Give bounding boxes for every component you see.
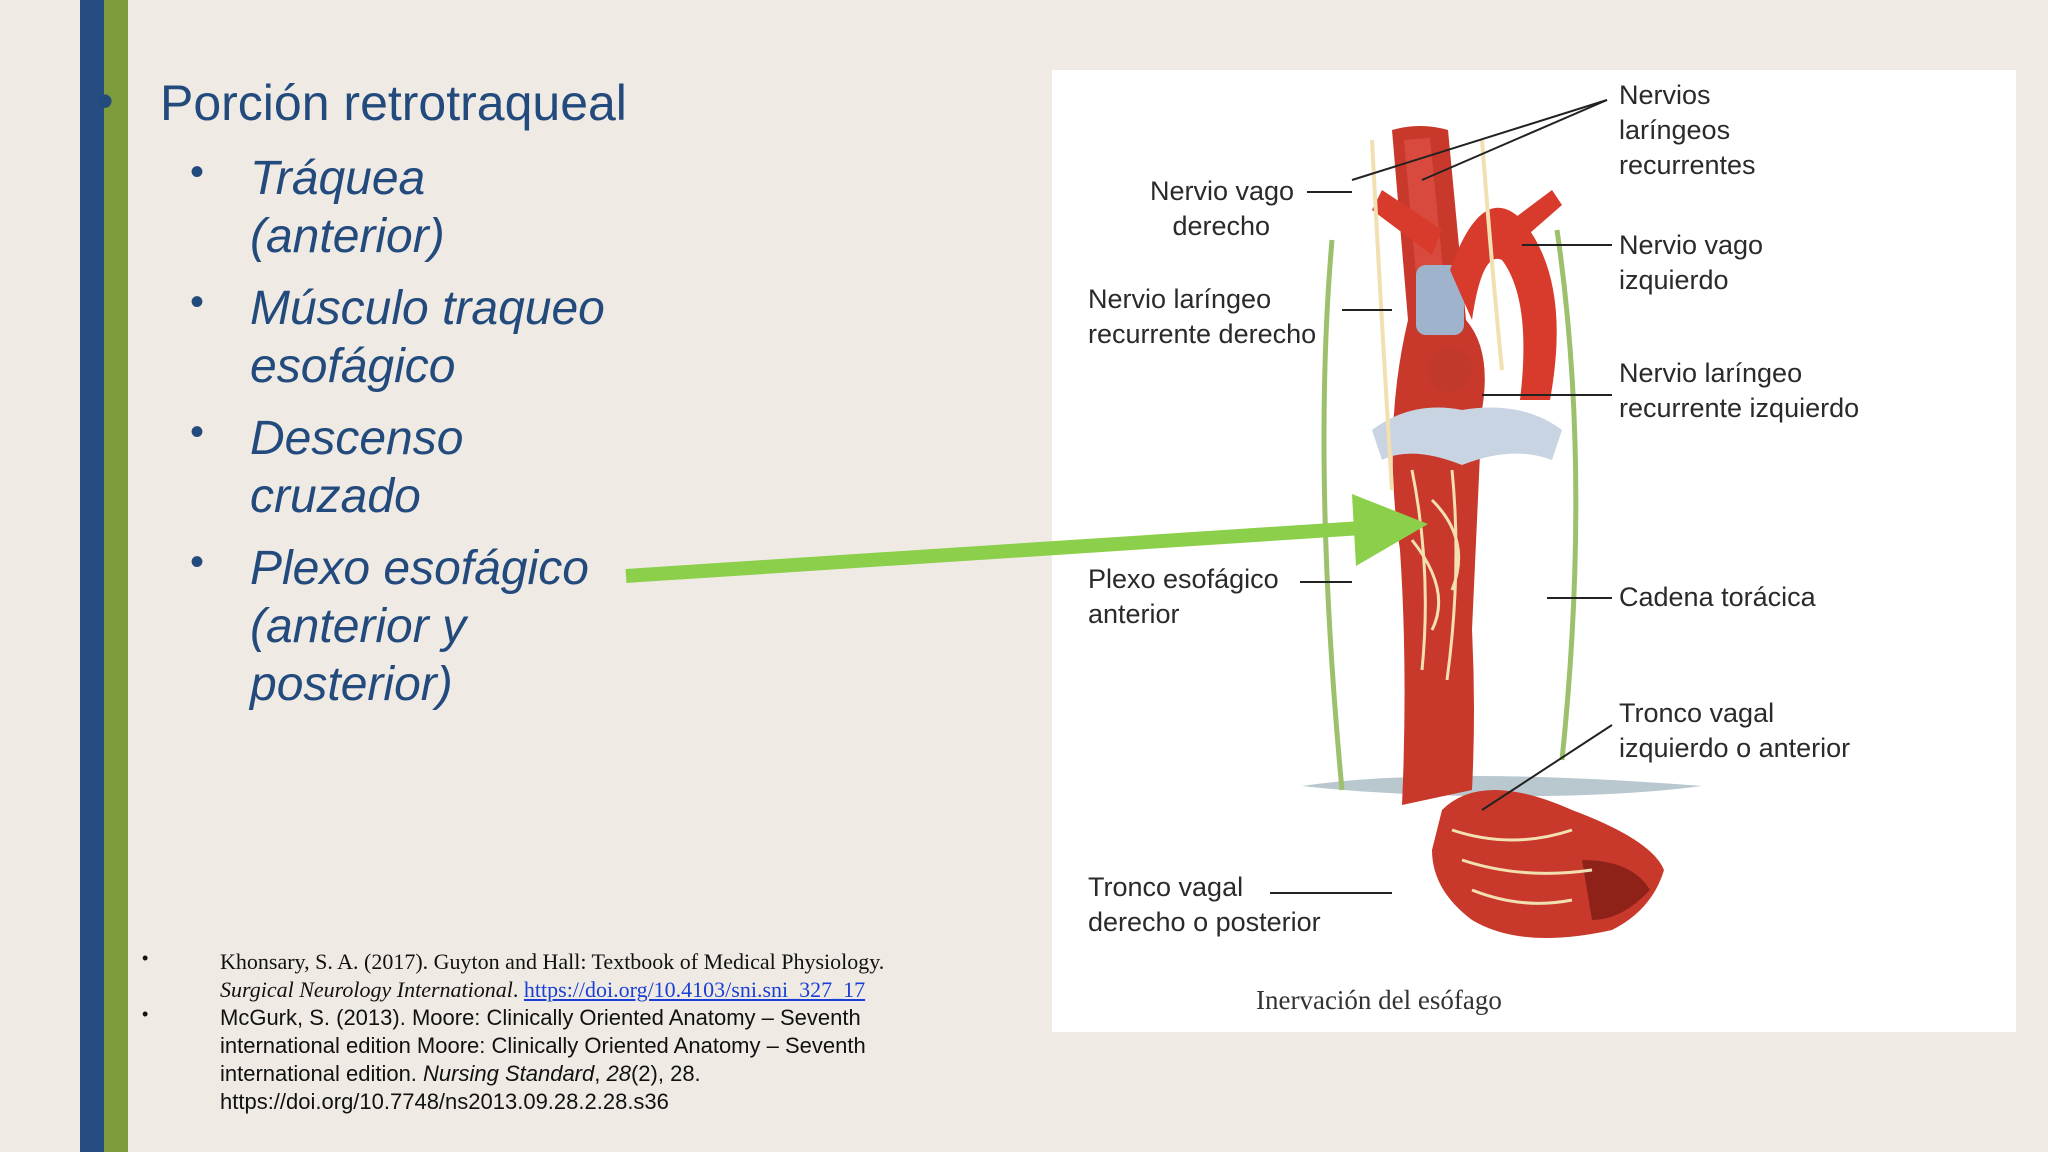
ref-bullet: •: [142, 948, 149, 968]
ref-volume: 28: [606, 1061, 631, 1086]
leader-line: [1421, 99, 1608, 181]
list-item-line: Tráquea: [250, 152, 426, 205]
anatomy-illustration: [1270, 99, 1702, 938]
ref-citation: McGurk, S. (2013). Moore: Clinically Ori…: [220, 1005, 866, 1086]
ref-journal: Surgical Neurology International: [220, 977, 513, 1002]
esophageal-plexus: [1410, 469, 1461, 681]
left-sympathetic-chain: [1321, 239, 1345, 791]
leader-line: [1351, 99, 1608, 181]
label-laringeo-derecho: Nervio laríngeo recurrente derecho: [1088, 284, 1317, 349]
list-item-traquea: Tráquea (anterior): [250, 150, 670, 266]
bullet-2: •: [190, 280, 205, 324]
label-laringeo-izquierdo: Nervio laríngeo recurrente izquierdo: [1619, 358, 1860, 423]
ref-sep: .: [512, 977, 524, 1002]
ref-doi-link[interactable]: https://doi.org/10.4103/sni.sni_327_17: [523, 977, 866, 1002]
ref-bullet: •: [142, 1004, 149, 1024]
list-item-plexo: Plexo esofágico (anterior y posterior): [250, 540, 670, 714]
list-item-musculo: Músculo traqueo esofágico: [250, 280, 670, 396]
pointer-arrow-head: [1352, 494, 1428, 566]
bullet-4: •: [190, 540, 205, 584]
references: • Khonsary, S. A. (2017). Guyton and Hal…: [140, 948, 960, 1116]
ref-text: McGurk, S. (2013). Moore: Clinically Ori…: [220, 1004, 960, 1116]
slide-heading: Porción retrotraqueal: [160, 75, 627, 131]
right-vagus-nerve: [1370, 139, 1394, 491]
list-item-line: cruzado: [250, 470, 421, 523]
leader-line: [1481, 724, 1613, 811]
pointer-arrow-shaft: [625, 521, 1363, 583]
ref-doi: https://doi.org/10.7748/ns2013.09.28.2.2…: [220, 1089, 669, 1114]
list-item-line: esofágico: [250, 340, 456, 393]
label-tronco-izquierdo: Tronco vagal izquierdo o anterior: [1619, 698, 1851, 763]
list-item-descenso: Descenso cruzado: [250, 410, 670, 526]
list-item-line: Descenso: [250, 412, 464, 465]
trachea: [1416, 265, 1464, 335]
list-item-line: Músculo traqueo: [250, 282, 605, 335]
accent-bar-green: [104, 0, 128, 1152]
stomach-section: [1582, 860, 1650, 920]
figure-caption: Inervación del esófago: [1256, 985, 1502, 1015]
ref-issue: (2), 28.: [630, 1061, 701, 1086]
diaphragm: [1302, 776, 1702, 797]
esophagus-innervation-figure: Nervios laríngeos recurrentes Nervio vag…: [1052, 70, 2016, 1032]
reference-khonsary: • Khonsary, S. A. (2017). Guyton and Hal…: [140, 948, 960, 1004]
label-cadena-toracica: Cadena torácica: [1619, 582, 1816, 612]
ref-sep: ,: [594, 1061, 607, 1086]
accent-bar-blue: [80, 0, 104, 1152]
list-item-line: Plexo esofágico: [250, 542, 589, 595]
reference-mcgurk: • McGurk, S. (2013). Moore: Clinically O…: [140, 1004, 960, 1116]
ref-text: Khonsary, S. A. (2017). Guyton and Hall:…: [220, 948, 960, 1004]
list-item-line: (anterior y: [250, 600, 467, 653]
list-item-line: (anterior): [250, 210, 445, 263]
ref-journal: Nursing Standard: [423, 1061, 595, 1086]
list-item-line: posterior): [250, 658, 453, 711]
label-nervios-laringeos: Nervios laríngeos recurrentes: [1619, 80, 1756, 180]
label-vago-izquierdo: Nervio vago izquierdo: [1619, 230, 1764, 295]
label-plexo-anterior: Plexo esofágico anterior: [1088, 564, 1279, 629]
label-tronco-derecho: Tronco vagal derecho o posterior: [1088, 872, 1321, 937]
left-vagus-nerve: [1480, 139, 1504, 371]
aorta-section: [1428, 348, 1472, 392]
right-sympathetic-chain: [1554, 229, 1579, 761]
bullet-3: •: [190, 410, 205, 454]
ref-citation: Khonsary, S. A. (2017). Guyton and Hall:…: [220, 949, 885, 974]
label-vago-derecho: Nervio vago derecho: [1150, 176, 1295, 241]
aortic-arch: [1450, 207, 1557, 400]
trachea-bifurcation: [1372, 407, 1562, 465]
bullet-1: •: [190, 150, 205, 194]
heading-bullet: •: [96, 73, 114, 129]
right-artery: [1372, 190, 1442, 255]
left-artery: [1512, 190, 1562, 240]
gastric-branches: [1451, 828, 1593, 905]
